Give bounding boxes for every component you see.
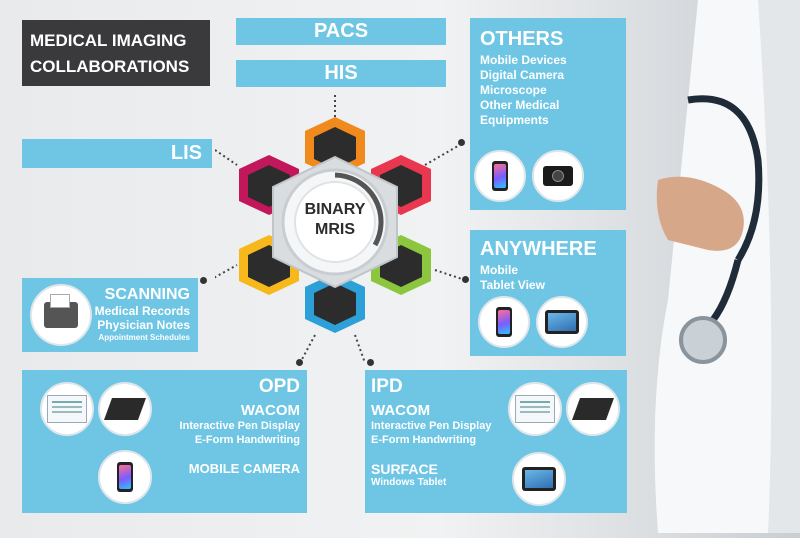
hexagon-cluster (209, 95, 480, 365)
center-label: BINARY MRIS (285, 200, 385, 240)
title-box: MEDICAL IMAGING COLLABORATIONS (22, 20, 210, 86)
smartphone-icon (496, 307, 512, 337)
others-heading: OTHERS (480, 28, 564, 50)
connector-dot (458, 139, 465, 146)
others-phone-circle (474, 150, 526, 202)
others-item-3: Other Medical (480, 98, 560, 112)
tablet-icon (545, 310, 579, 334)
others-item-2: Microscope (480, 83, 547, 97)
hex-bottom-blue (305, 273, 365, 333)
his-bar: HIS (236, 60, 446, 87)
ipd-surface: SURFACE (371, 461, 438, 477)
anywhere-heading: ANYWHERE (480, 238, 597, 260)
center-line-2: MRIS (315, 221, 355, 238)
connector-dot (200, 277, 207, 284)
title-line-1: MEDICAL IMAGING (30, 31, 187, 50)
anywhere-item-0: Mobile (480, 263, 518, 277)
opd-phone-circle (98, 450, 152, 504)
his-label: HIS (324, 62, 358, 84)
ipd-heading: IPD (371, 376, 403, 397)
surface-tablet-icon (522, 467, 556, 491)
e-form-icon (47, 395, 87, 423)
pacs-bar: PACS (236, 18, 446, 45)
pen-display-icon (571, 398, 615, 420)
scanning-item-1: Physician Notes (97, 318, 190, 332)
ipd-line-1: Interactive Pen Display (371, 420, 492, 432)
anywhere-tablet-circle (536, 296, 588, 348)
e-form-icon (515, 395, 555, 423)
opd-heading: OPD (258, 376, 300, 397)
ipd-wacom: WACOM (371, 402, 431, 419)
ipd-pen-display-circle (566, 382, 620, 436)
hex-top-orange (305, 117, 365, 177)
scanning-item-2: Appointment Schedules (98, 333, 190, 342)
lis-label: LIS (170, 142, 202, 164)
opd-wacom: WACOM (240, 402, 300, 419)
pacs-label: PACS (313, 20, 369, 42)
scanner-circle (30, 284, 92, 346)
opd-text: OPD WACOM Interactive Pen Display E-Form… (160, 376, 300, 476)
others-camera-circle (532, 150, 584, 202)
connector-dot (367, 359, 374, 366)
smartphone-icon (492, 161, 508, 191)
pen-display-icon (103, 398, 147, 420)
ipd-form-circle (508, 382, 562, 436)
doctor-photo (628, 0, 800, 533)
others-item-4: Equipments (480, 113, 549, 127)
ipd-line-2: E-Form Handwriting (371, 434, 477, 446)
smartphone-icon (117, 462, 133, 492)
center-line-1: BINARY (304, 201, 366, 218)
opd-line-1: Interactive Pen Display (179, 420, 300, 432)
connector-dot (296, 359, 303, 366)
scanner-icon (44, 294, 78, 328)
opd-mobile-camera: MOBILE CAMERA (188, 461, 300, 476)
lis-bar: LIS (22, 139, 212, 168)
scanning-item-0: Medical Records (94, 304, 190, 318)
ipd-surface-sub: Windows Tablet (371, 477, 447, 488)
opd-line-2: E-Form Handwriting (194, 434, 300, 446)
ipd-surface-circle (512, 452, 566, 506)
opd-pen-display-circle (98, 382, 152, 436)
anywhere-phone-circle (478, 296, 530, 348)
others-item-0: Mobile Devices (480, 53, 567, 67)
others-item-1: Digital Camera (480, 68, 565, 82)
scanning-heading: SCANNING (104, 286, 190, 303)
opd-form-circle (40, 382, 94, 436)
connector-dot (462, 276, 469, 283)
anywhere-item-1: Tablet View (480, 278, 545, 292)
ipd-text: IPD WACOM Interactive Pen Display E-Form… (371, 376, 511, 488)
camera-icon (543, 166, 573, 186)
title-line-2: COLLABORATIONS (30, 57, 190, 76)
